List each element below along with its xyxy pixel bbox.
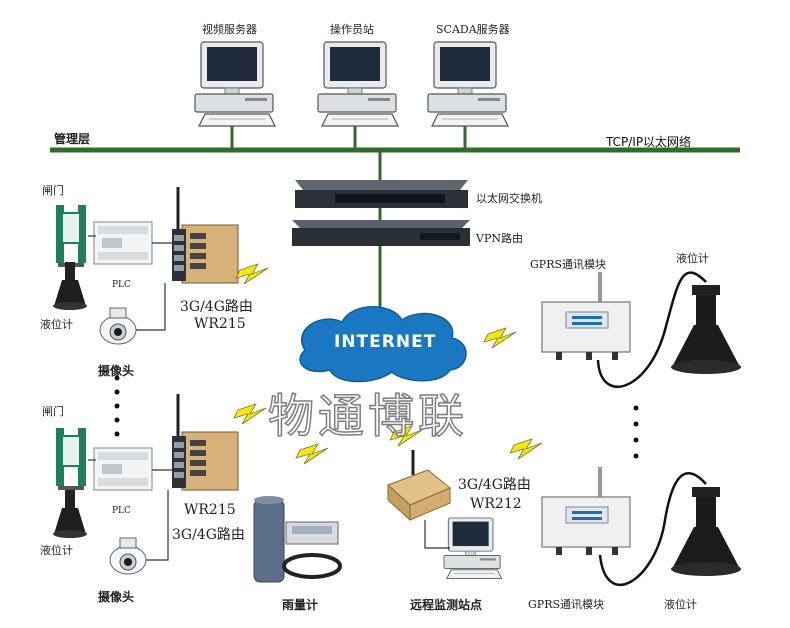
gate-top-label: 闸门: [42, 184, 64, 197]
gate-bottom: [55, 427, 87, 491]
operator-station-computer: [317, 41, 399, 127]
level-meter-bottom-right: [671, 487, 741, 576]
router-bottom-id-label: WR215: [184, 502, 236, 518]
rain-gauge: [253, 496, 342, 583]
camera-bottom: [109, 537, 147, 575]
internet-label: INTERNET: [334, 332, 437, 352]
remote-station-label: 远程监测站点: [410, 598, 483, 612]
sensor-cable-top: [596, 271, 707, 388]
vpn-router-label: VPN路由: [476, 232, 523, 245]
ellipsis-dots-right: [633, 405, 639, 459]
camera-bottom-link: [146, 490, 169, 561]
router-top-model-label: 3G/4G路由: [180, 299, 253, 315]
wireless-bolt-left-bottom: [233, 403, 267, 425]
level-meter-bottom-left-label: 液位计: [40, 544, 73, 557]
camera-top-label: 摄像头: [98, 364, 135, 378]
watermark-text: 物通博联: [267, 388, 468, 444]
gate-top: [55, 204, 87, 268]
gate-bottom-label: 闸门: [42, 405, 64, 418]
video-server-label: 视频服务器: [202, 23, 257, 36]
management-layer-label: 管理层: [54, 132, 91, 146]
gprs-bottom-label: GPRS通讯模块: [528, 598, 605, 611]
remote-station-link: [424, 520, 450, 549]
level-meter-bottom-right-label: 液位计: [664, 598, 697, 611]
plc-top: [93, 221, 153, 265]
camera-bottom-label: 摄像头: [98, 590, 135, 604]
internet-cloud: [299, 306, 467, 383]
gprs-top-label: GPRS通讯模块: [530, 258, 607, 271]
remote-router-wr212: [387, 450, 451, 522]
wireless-bolt-right-top: [483, 327, 517, 349]
router-wr215-bottom: [170, 392, 240, 492]
gprs-module-bottom: [540, 465, 632, 557]
plc-bottom-label: PLC: [112, 506, 131, 516]
ethernet-switch: [295, 180, 468, 208]
remote-router-model-label: 3G/4G路由: [458, 477, 531, 493]
router-bottom-model-label: 3G/4G路由: [172, 527, 245, 543]
wireless-bolt-left-top: [235, 263, 269, 285]
camera-top: [99, 307, 137, 345]
plc-bottom: [93, 447, 153, 491]
rain-gauge-label: 雨量计: [282, 598, 319, 612]
wireless-bolt-center-left: [295, 443, 329, 465]
level-meter-top-right-label: 液位计: [676, 252, 709, 265]
ellipsis-dots-left: [114, 375, 120, 437]
video-server-computer: [194, 41, 276, 127]
tcpip-network-label: TCP/IP以太网络: [606, 135, 692, 149]
remote-station-computer: [443, 517, 503, 579]
switch-label: 以太网交换机: [476, 192, 542, 205]
router-wr215-top: [170, 185, 240, 285]
level-meter-top-right: [671, 285, 741, 374]
scada-server-label: SCADA服务器: [436, 23, 510, 36]
operator-station-label: 操作员站: [330, 23, 374, 36]
camera-top-link: [136, 283, 166, 331]
router-top-id-label: WR215: [194, 316, 246, 332]
sensor-cable-bottom: [598, 472, 707, 587]
level-meter-top-left: [53, 262, 87, 310]
gprs-module-top: [540, 270, 632, 362]
wireless-bolt-right-bottom: [509, 438, 543, 460]
level-meter-top-left-label: 液位计: [40, 318, 73, 331]
plc-top-label: PLC: [112, 280, 131, 290]
remote-router-id-label: WR212: [470, 496, 522, 512]
vpn-router: [292, 220, 470, 246]
scada-server-computer: [427, 41, 509, 127]
level-meter-bottom-left: [53, 490, 87, 538]
